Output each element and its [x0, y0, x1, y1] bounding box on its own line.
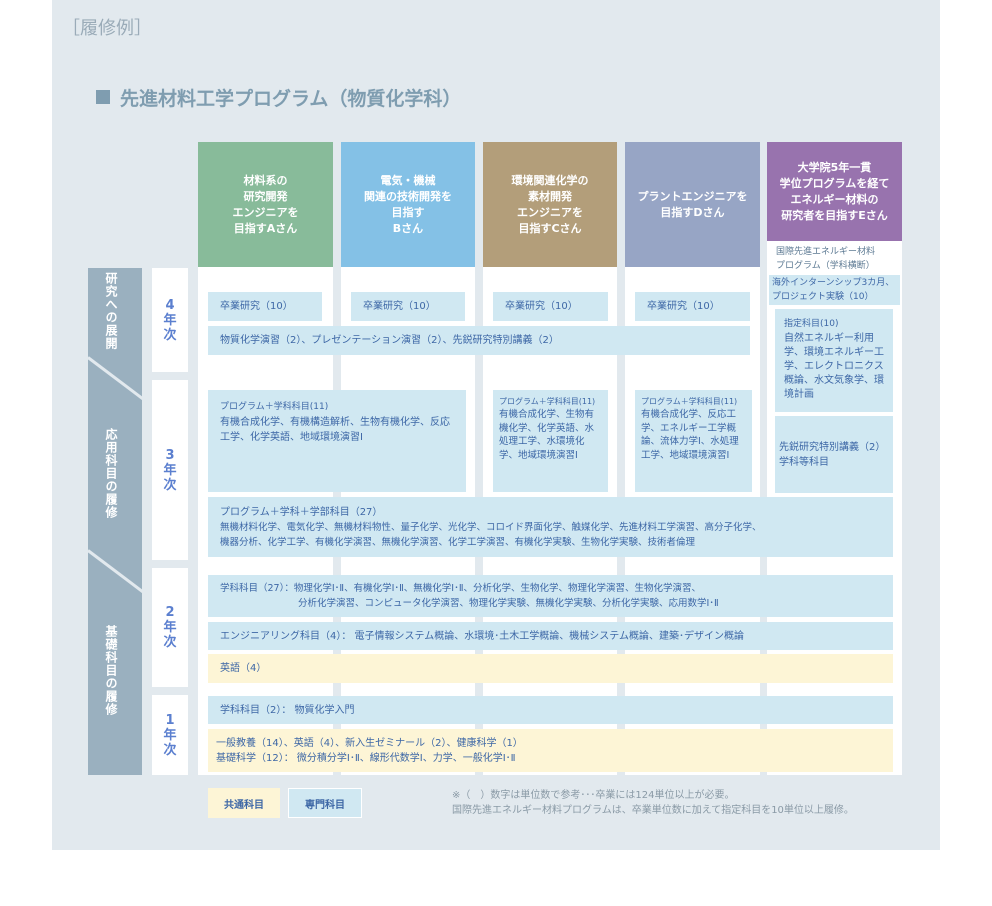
square-bullet-icon [96, 90, 110, 104]
e-special-card: 先鋭研究特別講義（2） 学科等科目 [775, 416, 893, 493]
grade-1: 1 年 次 [152, 695, 188, 775]
legend-specialized: 専門科目 [288, 788, 362, 818]
year2-engineering-card: エンジニアリング科目（4）： 電子情報システム概論、水環境･土木工学概論、機械シ… [208, 622, 893, 650]
thesis-card-a: 卒業研究（10） [208, 292, 322, 321]
year2-dept-card: 学科科目（27）：物理化学Ⅰ･Ⅱ、有機化学Ⅰ･Ⅱ、無機化学Ⅰ･Ⅱ、分析化学、生物… [208, 575, 893, 617]
header-engineer-b: 電気・機械 関連の技術開発を 目指す Bさん [341, 142, 475, 267]
page-title: 先進材料工学プログラム（物質化学科） [120, 88, 462, 110]
thesis-card-c: 卒業研究（10） [493, 292, 608, 321]
thesis-card-d: 卒業研究（10） [635, 292, 750, 321]
legend-common: 共通科目 [208, 788, 280, 818]
grade-2: 2 年 次 [152, 568, 188, 687]
e-internship-card: 海外インターンシップ3カ月、 プロジェクト実験（10） [769, 275, 900, 305]
category-basic: 基礎科目の履修 [104, 625, 118, 716]
grade-3: 3 年 次 [152, 380, 188, 560]
header-researcher-e: 大学院5年一貫 学位プログラムを経て エネルギー材料の 研究者を目指すEさん [767, 142, 902, 241]
year3-card-a: プログラム＋学科科目(11) 有機合成化学、有機構造解析、生物有機化学、反応工学… [208, 390, 466, 492]
year3-card-c: プログラム＋学科科目(11) 有機合成化学、生物有機化学、化学英語、水処理工学、… [493, 390, 608, 492]
card-body: 無機材料化学、電気化学、無機材料物性、量子化学、光化学、コロイド界面化学、触媒化… [220, 521, 762, 548]
card-line: 学科科目（27）：物理化学Ⅰ･Ⅱ、有機化学Ⅰ･Ⅱ、無機化学Ⅰ･Ⅱ、分析化学、生物… [220, 583, 702, 594]
card-body: 有機合成化学、反応工学、エネルギー工学概論、流体力学Ⅰ、水処理工学、地域環境演習… [641, 409, 739, 461]
card-title: プログラム＋学科科目(11) [220, 402, 329, 412]
header-engineer-d: プラントエンジニアを 目指すDさん [625, 142, 760, 267]
card-line: 分析化学演習、コンピュータ化学演習、物理化学実験、無機化学実験、分析化学実験、応… [298, 598, 719, 609]
card-body: 有機合成化学、有機構造解析、生物有機化学、反応工学、化学英語、地域環境演習Ⅰ [220, 417, 450, 443]
category-band [88, 268, 142, 775]
year4-seminars-card: 物質化学演習（2）、プレゼンテーション演習（2）、先鋭研究特別講義（2） [208, 326, 750, 355]
year3-common-card: プログラム＋学科＋学部科目（27） 無機材料化学、電気化学、無機材料物性、量子化… [208, 497, 893, 557]
section-label: ［履修例］ [62, 18, 152, 39]
e-designated-title: 指定科目(10) [784, 319, 839, 329]
thesis-card-b: 卒業研究（10） [351, 292, 465, 321]
e-program-note: 国際先進エネルギー材料 プログラム（学科横断） [776, 247, 876, 271]
header-engineer-c: 環境関連化学の 素材開発 エンジニアを 目指すCさん [483, 142, 617, 267]
year2-english-card: 英語（4） [208, 654, 893, 683]
category-applied: 応用科目の履修 [104, 428, 118, 519]
year1-general-card: 一般教養（14）、英語（4）、新入生ゼミナール（2）、健康科学（1） 基礎科学（… [208, 729, 893, 772]
card-title: プログラム＋学科科目(11) [499, 397, 596, 406]
year1-dept-card: 学科科目（2）： 物質化学入門 [208, 696, 893, 724]
footnote: ※（ ）数字は単位数で参考･･･卒業には124単位以上が必要。 国際先進エネルギ… [452, 790, 854, 816]
card-title: プログラム＋学科科目(11) [641, 397, 738, 406]
grade-4: 4 年 次 [152, 268, 188, 372]
card-title: プログラム＋学科＋学部科目（27） [220, 506, 383, 518]
header-engineer-a: 材料系の 研究開発 エンジニアを 目指すAさん [198, 142, 333, 267]
year3-card-d: プログラム＋学科科目(11) 有機合成化学、反応工学、エネルギー工学概論、流体力… [635, 390, 752, 492]
e-designated-body: 自然エネルギー利用学、環境エネルギー工学、エレクトロニクス概論、水文気象学、環境… [784, 333, 884, 400]
card-body: 有機合成化学、生物有機化学、化学英語、水処理工学、水環境化学、地域環境演習Ⅰ [499, 409, 595, 461]
e-designated-card: 指定科目(10) 自然エネルギー利用学、環境エネルギー工学、エレクトロニクス概論… [775, 309, 893, 412]
category-research: 研究への展開 [104, 272, 118, 350]
